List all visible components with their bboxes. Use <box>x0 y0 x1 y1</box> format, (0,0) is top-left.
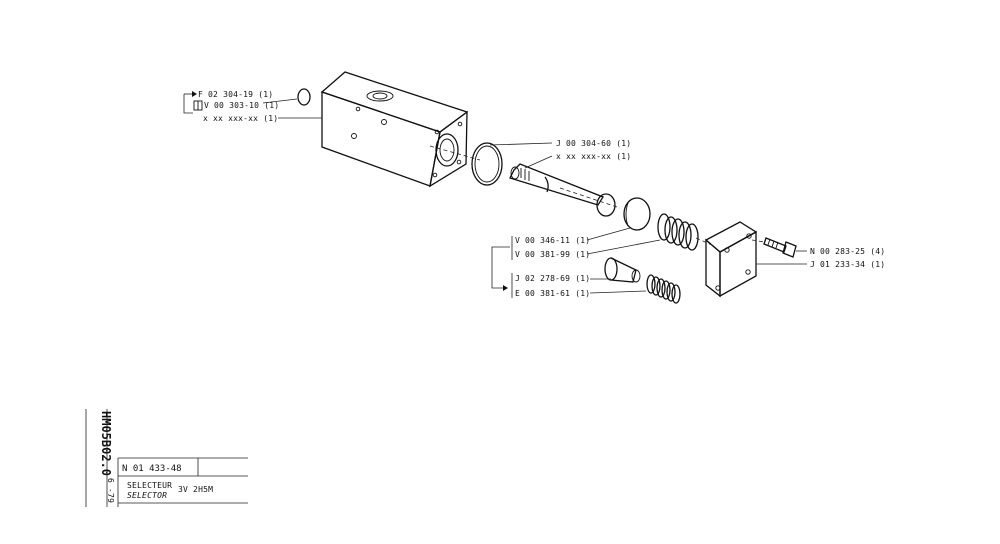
name-fr: SELECTEUR <box>127 481 172 490</box>
label-v-00346-11: V 00 346-11 (1) <box>515 236 590 245</box>
selector-body <box>320 71 469 188</box>
label-n-00283-25: N 00 283-25 (4) <box>810 247 885 256</box>
label-x-body: x xx xxx-xx (1) <box>203 114 278 123</box>
assembly-axes <box>429 145 765 246</box>
plug-disc <box>623 197 651 231</box>
label-x-spool: x xx xxx-xx (1) <box>556 152 631 161</box>
part-number: N 01 433-48 <box>122 464 182 474</box>
label-v-00303-10: V 00 303-10 (1) <box>204 101 279 110</box>
label-v-00381-99: V 00 381-99 (1) <box>515 250 590 259</box>
cover-plate <box>704 221 758 298</box>
label-f-02304-19: F 02 304-19 (1) <box>198 90 273 99</box>
large-spring <box>657 213 699 251</box>
small-spring <box>646 274 681 304</box>
name-en: SELECTOR <box>127 491 167 500</box>
drawing-date: 6 -79 <box>106 478 115 503</box>
leader-lines <box>183 91 807 298</box>
title-block <box>85 409 248 507</box>
valve-symbol <box>193 100 203 111</box>
label-j-01233-34: J 01 233-34 (1) <box>810 260 885 269</box>
small-valve <box>604 257 641 283</box>
small-o-ring <box>297 88 311 106</box>
label-j-02278-69: J 02 278-69 (1) <box>515 274 590 283</box>
label-j-00304-60: J 00 304-60 (1) <box>556 139 631 148</box>
label-e-00381-61: E 00 381-61 (1) <box>515 289 590 298</box>
spool <box>509 163 616 217</box>
model-code: 3V 2H5M <box>178 485 213 494</box>
large-o-ring <box>471 142 503 186</box>
drawing-code: HM05B02.0 <box>99 411 113 476</box>
screw <box>763 237 797 258</box>
